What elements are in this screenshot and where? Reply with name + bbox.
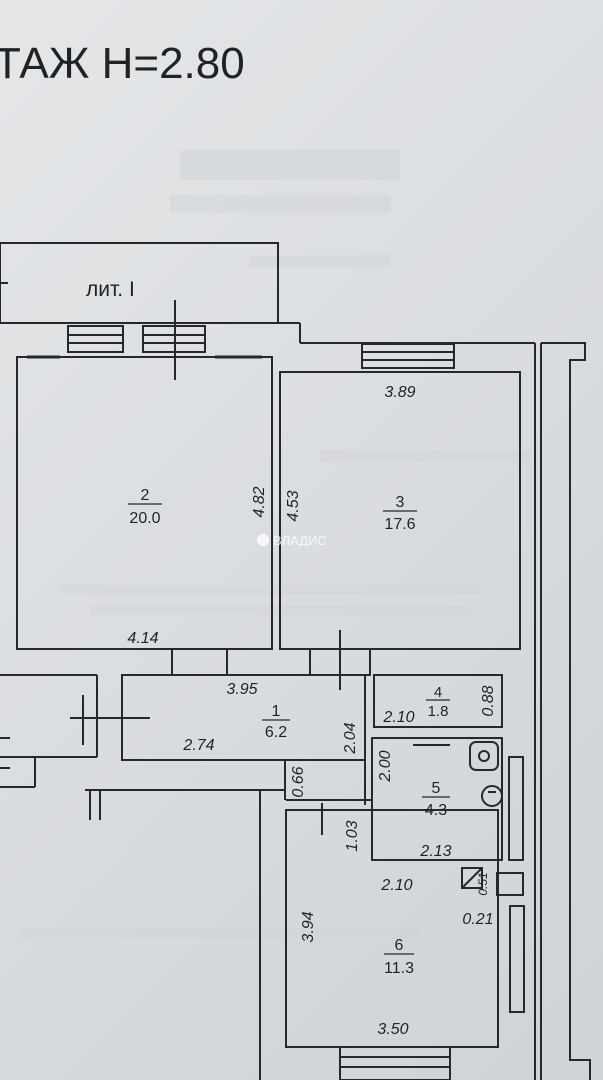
dimension: 4.14 (127, 630, 158, 647)
room-area: 6.2 (265, 724, 287, 741)
room-number: 3 (396, 494, 405, 511)
dimension: 0.21 (462, 911, 493, 928)
room-area: 17.6 (384, 516, 415, 533)
floor-title: ТАЖ Н=2.80 (0, 39, 245, 88)
room-area: 1.8 (428, 703, 449, 720)
room-number: 4 (434, 684, 442, 701)
window-room2-left (67, 325, 124, 353)
building-label: лит. I (86, 278, 135, 301)
dimension: 2.13 (419, 843, 451, 860)
washbasin-icon (469, 741, 499, 771)
dimension: 1.03 (344, 820, 361, 851)
lit-i-block (0, 242, 279, 324)
watermark: ВЛАДИС (257, 533, 327, 548)
room-3-outline (279, 371, 521, 650)
dimension: 0.66 (290, 766, 307, 797)
room-number: 2 (141, 487, 150, 504)
watermark-text: ВЛАДИС (273, 533, 327, 548)
dimension: 4.82 (251, 486, 268, 517)
room-area: 4.3 (425, 802, 447, 819)
room-2-outline (16, 356, 273, 650)
dimension: 0.51 (476, 872, 490, 895)
dimension: 2.74 (182, 737, 214, 754)
dimension: 2.10 (382, 709, 414, 726)
window-room3 (361, 343, 455, 369)
dimension: 4.53 (285, 490, 302, 521)
dimension: 3.95 (226, 681, 257, 698)
dimension: 2.10 (380, 877, 412, 894)
dimension: 3.89 (384, 384, 415, 401)
dimension: 3.50 (377, 1021, 408, 1038)
room-area: 20.0 (129, 510, 160, 527)
dimension-labels: 3.89 4.82 4.53 4.14 3.95 2.74 2.04 2.10 … (127, 384, 497, 1038)
dimension: 0.88 (480, 685, 497, 716)
toilet-icon (481, 785, 503, 807)
room-number: 5 (432, 780, 441, 797)
window-room6 (339, 1046, 451, 1080)
room-labels: 2 20.0 3 17.6 1 6.2 4 1.8 5 4.3 6 11.3 (128, 487, 450, 977)
dimension: 2.00 (377, 750, 394, 782)
room-number: 6 (395, 937, 404, 954)
dimension: 3.94 (300, 911, 317, 942)
dimension: 2.04 (342, 722, 359, 754)
room-4-outline (373, 674, 503, 728)
room-number: 1 (272, 703, 281, 720)
walls (0, 242, 591, 1080)
room-area: 11.3 (384, 960, 414, 977)
